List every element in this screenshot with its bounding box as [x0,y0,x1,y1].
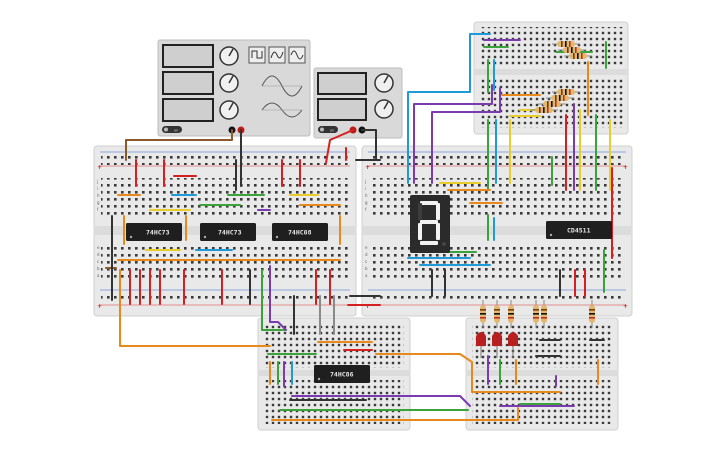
chip-cd4511[interactable]: CD4511 [546,221,612,239]
row-letter-d: d [97,252,100,257]
breadboard-bottom-right [465,317,619,431]
row-letter-f: f [365,207,367,212]
resistor-bottom-4[interactable] [533,300,539,328]
led-group [476,332,518,358]
svg-text:+: + [97,303,102,310]
segment-a [420,201,438,205]
wire-black-gnd-supply[interactable] [361,129,377,161]
wire-brown-clock[interactable] [125,129,233,161]
wire-orange-loop[interactable] [119,269,271,347]
wire-orange-bridge[interactable] [271,407,519,421]
wire-red-vcc[interactable] [325,129,354,164]
chip-74hc08[interactable]: 74HC08 [272,223,328,241]
power-supply[interactable]: on [313,67,403,139]
resistor-bottom-6[interactable] [589,300,595,328]
segment-g [420,220,438,224]
decimal-point [442,242,446,246]
generator-power-label: on [174,129,178,133]
wire-purple-top-2[interactable] [431,87,501,184]
supply-power-button[interactable] [318,126,338,133]
svg-text:+: + [365,303,370,310]
chip-cd4511-label: CD4511 [567,227,591,235]
chip-74hc08-label: 74HC08 [288,229,312,237]
resistor-bottom-3[interactable] [508,300,514,328]
row-letter-b: b [365,266,368,271]
generator-power-button[interactable] [162,126,182,133]
svg-text:+: + [623,164,628,171]
segment-c [436,223,440,240]
resistor-top-1[interactable] [552,41,580,47]
resistors [480,41,595,328]
row-letter-c: c [97,259,99,264]
led-3[interactable] [508,332,518,358]
chip-74hc73-a-label: 74HC73 [146,229,170,237]
row-letter-d: d [365,252,368,257]
segment-b [436,203,440,220]
chip-74hc86-label: 74HC86 [330,371,354,379]
row-letter-b: b [97,266,100,271]
led-1[interactable] [476,332,486,358]
led-2[interactable] [492,332,502,358]
wire-purple-top[interactable] [413,84,493,184]
chip-74hc73-b[interactable]: 74HC73 [200,223,256,241]
row-letter-i: i [365,186,366,191]
chip-74hc73-b-label: 74HC73 [218,229,242,237]
wire-blue-long[interactable] [407,33,491,184]
resistor-top-5[interactable] [546,95,574,101]
chip-74hc73-a[interactable]: 74HC73 [126,223,182,241]
resistor-top-6[interactable] [538,101,566,107]
row-letter-a: a [97,273,100,278]
generator-display-2 [162,71,214,95]
wire-green-down[interactable] [261,269,286,331]
resistor-top-4[interactable] [552,89,580,95]
resistor-top-3[interactable] [564,53,592,59]
row-letter-h: h [97,193,100,198]
function-generator[interactable]: on [157,39,311,137]
supply-power-label: on [330,129,334,133]
row-letter-g: g [97,200,100,205]
row-letter-f: f [97,207,99,212]
generator-display-1 [162,44,214,68]
row-letter-e: e [97,245,100,250]
resistor-bottom-1[interactable] [480,300,486,328]
segment-e [418,223,422,240]
wires [105,33,613,421]
row-letter-g: g [365,200,368,205]
segment-f [418,203,422,220]
row-letter-j: j [364,179,366,184]
row-letter-c: c [365,259,367,264]
supply-display-1 [317,72,367,95]
wire-purple-down[interactable] [269,265,287,331]
resistor-bottom-5[interactable] [541,300,547,328]
breadboard-top-right [473,21,629,135]
row-letter-e: e [365,245,368,250]
wire-purple-bridge[interactable] [291,395,471,407]
row-letter-j: j [96,179,98,184]
supply-display-2 [317,98,367,121]
row-letter-a: a [365,273,368,278]
segment-d [420,241,438,245]
row-letter-h: h [365,193,368,198]
resistor-top-2[interactable] [558,47,586,53]
resistor-top-7[interactable] [530,107,558,113]
chip-74hc86[interactable]: 74HC86 [314,365,370,383]
seven-segment-display[interactable] [410,195,450,253]
generator-display-3 [162,98,214,122]
row-letter-i: i [97,186,98,191]
wire-orange-bottom[interactable] [375,353,561,393]
svg-text:+: + [623,303,628,310]
rail-markers: + + + + + + [97,164,628,310]
svg-text:+: + [365,164,370,171]
svg-text:+: + [97,164,102,171]
resistor-bottom-2[interactable] [494,300,500,328]
display-segments [418,201,440,245]
